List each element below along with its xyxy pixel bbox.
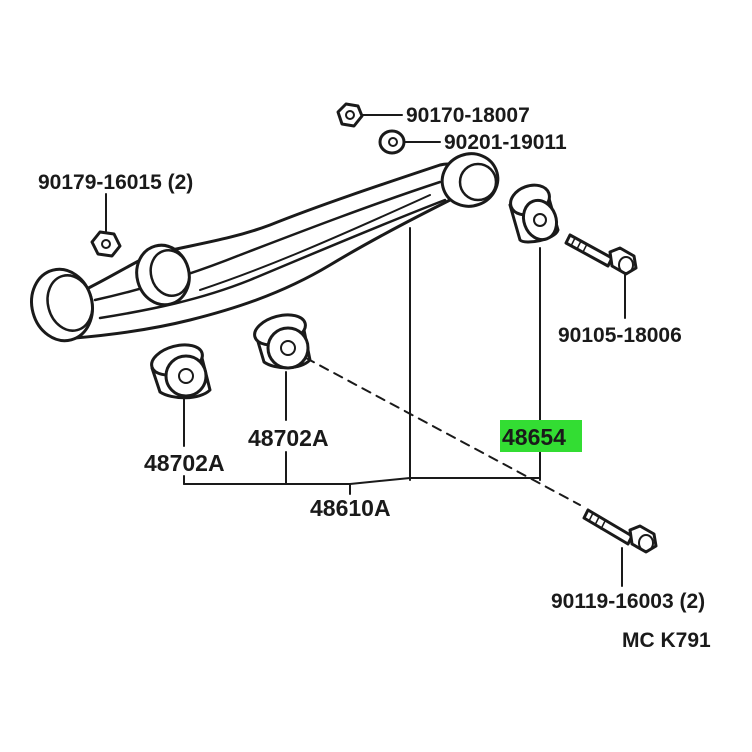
suspension-arm[interactable] (24, 146, 505, 348)
washer-top-part[interactable] (378, 129, 406, 155)
bushing-center-part[interactable] (251, 310, 312, 370)
label-washer-top[interactable]: 90201-19011 (444, 131, 567, 154)
nut-left-part[interactable] (90, 230, 122, 258)
label-bushing-center[interactable]: 48702A (248, 425, 329, 451)
nut-top-part[interactable] (336, 102, 364, 128)
label-nut-left[interactable]: 90179-16015 (2) (38, 171, 193, 194)
label-bolt-right[interactable]: 90105-18006 (558, 324, 682, 347)
label-bushing-left[interactable]: 48702A (144, 450, 225, 476)
bolt-axis-dashed-line (305, 357, 581, 506)
leader-lines (183, 227, 541, 495)
bushing-48654-part[interactable] (506, 180, 561, 244)
bolt-right-part[interactable] (564, 233, 638, 276)
bolt-bottom-part[interactable] (582, 508, 658, 554)
label-arm-assembly[interactable]: 48610A (310, 495, 391, 521)
label-bolt-bottom[interactable]: 90119-16003 (2) (551, 590, 705, 613)
diagram-code: MC K791 (622, 629, 711, 652)
label-bushing-48654[interactable]: 48654 (502, 424, 566, 450)
label-nut-top[interactable]: 90170-18007 (406, 104, 530, 127)
highlight-48654 (500, 420, 582, 452)
bushing-left-part[interactable] (148, 340, 212, 400)
